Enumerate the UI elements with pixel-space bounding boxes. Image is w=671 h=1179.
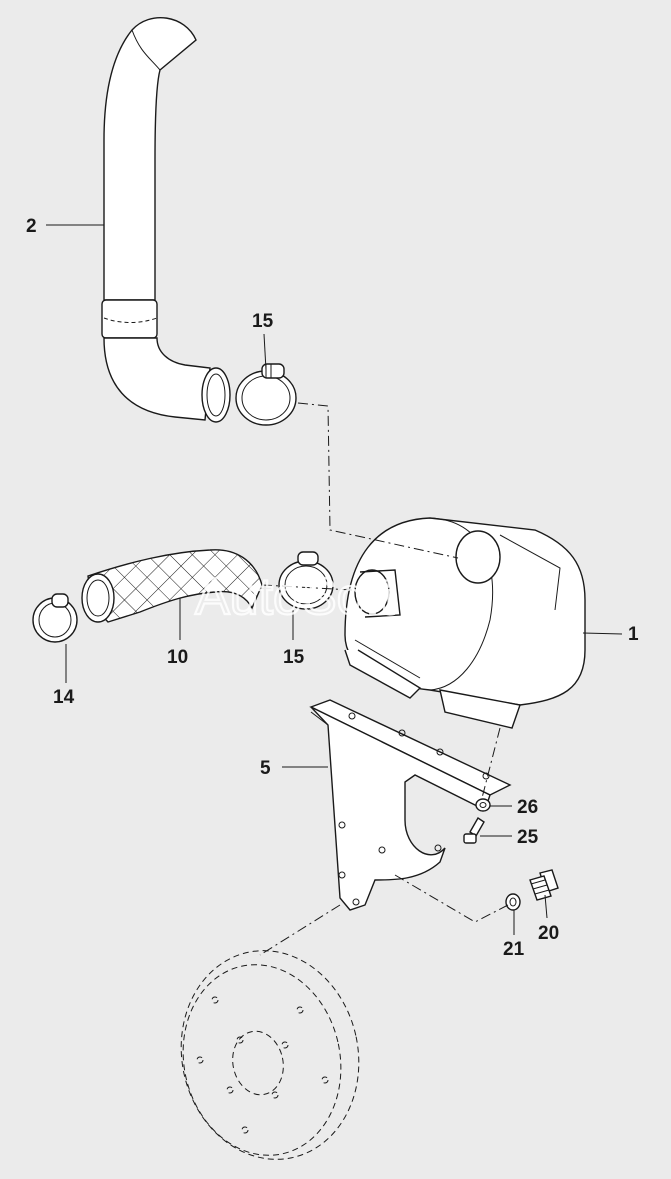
- callout-bolt-20: 20: [538, 923, 559, 944]
- leader-lines: [46, 224, 623, 935]
- callout-clamp-upper: 15: [252, 311, 274, 332]
- callout-washer-21: 21: [503, 939, 525, 960]
- bolt-part-20: [529, 869, 559, 901]
- callout-air-filter: 1: [628, 624, 639, 645]
- watermark-logo: AutoSoft: [195, 568, 395, 626]
- mounting-bracket-part-5: [309, 699, 512, 911]
- callout-nut-26: 26: [517, 797, 538, 818]
- phantom-flange: [180, 950, 360, 1160]
- hose-clamp-lower-part-15: [278, 551, 334, 610]
- callout-bolt-25: 25: [517, 827, 539, 848]
- callout-bracket: 5: [260, 758, 271, 779]
- hose-clamp-left-part-14: [32, 593, 78, 643]
- washer-part-21: [505, 893, 521, 911]
- hose-clamp-upper-part-15: [235, 363, 297, 426]
- callout-clamp-left: 14: [53, 687, 75, 708]
- bolt-part-25: [463, 817, 485, 844]
- callout-hose-lower: 10: [167, 647, 188, 668]
- callout-clamp-lower: 15: [283, 647, 305, 668]
- lower-hose-part-10: [81, 549, 263, 623]
- air-filter-housing-part-1: [344, 517, 586, 729]
- assembly-axis-lines: [259, 402, 509, 956]
- callout-hose-upper: 2: [26, 216, 37, 237]
- upper-hose-part-2: [101, 16, 231, 423]
- nut-part-26: [475, 798, 491, 812]
